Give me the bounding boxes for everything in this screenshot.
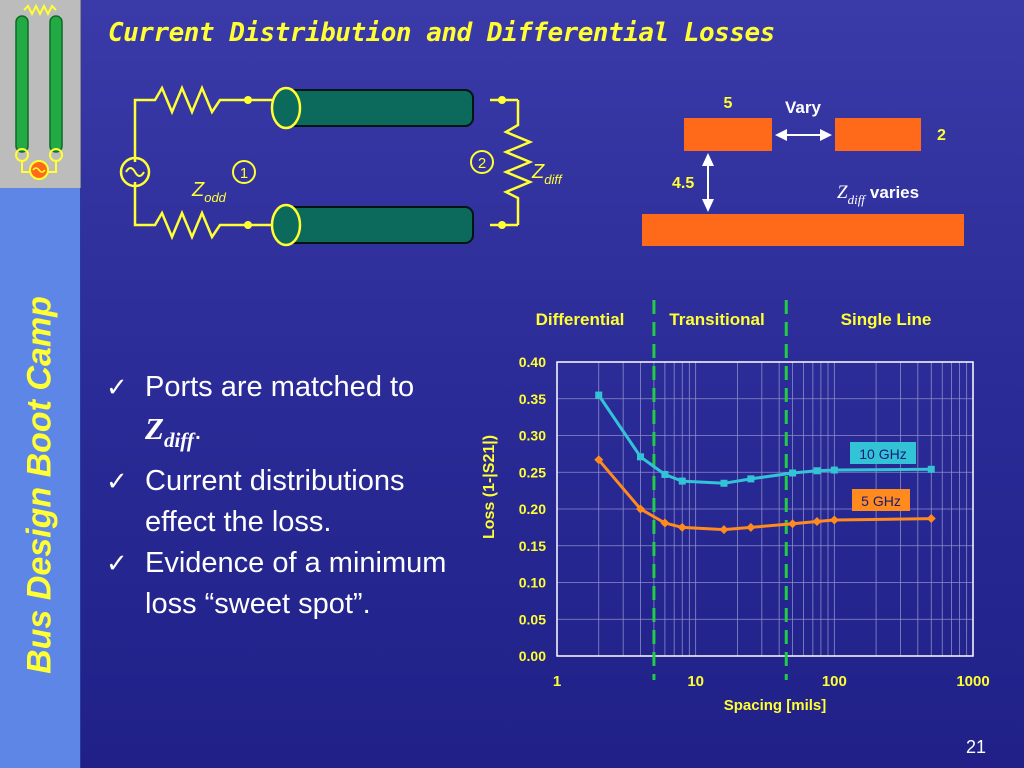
vary-label: Vary xyxy=(785,98,821,117)
bus-logo-icon xyxy=(15,3,63,180)
x-ticks: 1 10 100 1000 xyxy=(553,673,990,690)
data-point xyxy=(789,469,797,477)
y-tick-label: 0.10 xyxy=(519,575,546,591)
legend-5ghz-label: 5 GHz xyxy=(861,493,901,509)
data-point xyxy=(635,504,645,514)
data-point xyxy=(813,467,821,475)
data-point xyxy=(595,391,603,399)
plot-area xyxy=(556,361,974,657)
logo-box xyxy=(0,0,81,189)
side-band xyxy=(0,188,81,768)
data-point xyxy=(829,515,839,525)
slide-title: Current Distribution and Differential Lo… xyxy=(108,18,775,48)
data-point xyxy=(927,465,935,473)
data-point xyxy=(594,455,604,465)
z-diff-label: Zdiff xyxy=(531,161,563,187)
checkmark-icon: ✓ xyxy=(106,548,128,578)
bullet-1: ✓ Ports are matched to Zdiff. xyxy=(106,367,466,461)
y-tick-label: 0.30 xyxy=(519,428,546,444)
z-odd-label: Zodd xyxy=(191,179,227,205)
port-1-label: 1 xyxy=(240,165,248,182)
x-tick-label: 10 xyxy=(687,673,704,690)
data-point xyxy=(719,525,729,535)
region-single-line-label: Single Line xyxy=(841,310,932,329)
legend-10ghz-box xyxy=(850,442,916,464)
legend-5ghz-box xyxy=(852,489,910,511)
data-point xyxy=(812,516,822,526)
series-line-0 xyxy=(597,394,932,485)
y-tick-label: 0.40 xyxy=(519,354,546,370)
series-layer xyxy=(594,391,936,535)
series-line-1 xyxy=(597,458,932,532)
height-label: 4.5 xyxy=(672,175,694,192)
y-tick-label: 0.15 xyxy=(519,538,546,554)
region-transitional-label: Transitional xyxy=(669,310,764,329)
y-axis-title: Loss (1-|S21|) xyxy=(481,435,498,539)
trace-right xyxy=(835,118,921,151)
data-point xyxy=(661,470,669,478)
data-point xyxy=(636,453,644,461)
checkmark-icon: ✓ xyxy=(106,372,128,402)
circuit-diagram: 1 2 Zodd Zdiff xyxy=(119,84,563,247)
port-2-label: 2 xyxy=(478,155,486,172)
bullet-list: ✓ Ports are matched to Zdiff. ✓ Current … xyxy=(106,367,466,625)
y-tick-label: 0.25 xyxy=(519,464,546,480)
y-tick-label: 0.00 xyxy=(519,648,546,664)
x-tick-label: 100 xyxy=(822,673,847,690)
bullet-3: ✓ Evidence of a minimum loss “sweet spot… xyxy=(106,543,466,625)
data-point xyxy=(746,522,756,532)
trace-left xyxy=(684,118,772,151)
region-differential-label: Differential xyxy=(536,310,625,329)
y-tick-label: 0.05 xyxy=(519,611,546,627)
checkmark-icon: ✓ xyxy=(106,466,128,496)
trace-thickness-label: 2 xyxy=(937,127,946,144)
plot-grid xyxy=(557,361,973,657)
data-point xyxy=(677,522,687,532)
ground-plane xyxy=(642,214,964,246)
bullet-2: ✓ Current distributions effect the loss. xyxy=(106,461,466,543)
data-point xyxy=(926,514,936,524)
x-tick-label: 1000 xyxy=(956,673,989,690)
y-tick-label: 0.35 xyxy=(519,391,546,407)
x-tick-label: 1 xyxy=(553,673,561,690)
y-tick-label: 0.20 xyxy=(519,501,546,517)
data-point xyxy=(788,519,798,529)
data-point xyxy=(747,475,755,483)
data-point xyxy=(678,477,686,485)
ac-source-icon xyxy=(119,156,151,188)
region-lines xyxy=(652,300,788,680)
slide-number: 21 xyxy=(966,737,987,757)
trace-width-label: 5 xyxy=(724,95,733,112)
x-axis-title: Spacing [mils] xyxy=(724,697,827,714)
data-point xyxy=(720,479,728,487)
y-ticks: 0.00 0.05 0.10 0.15 0.20 0.25 0.30 0.35 0.40 xyxy=(519,354,546,664)
data-point xyxy=(830,466,838,474)
legend-10ghz-label: 10 GHz xyxy=(859,446,906,462)
data-point xyxy=(660,518,670,528)
